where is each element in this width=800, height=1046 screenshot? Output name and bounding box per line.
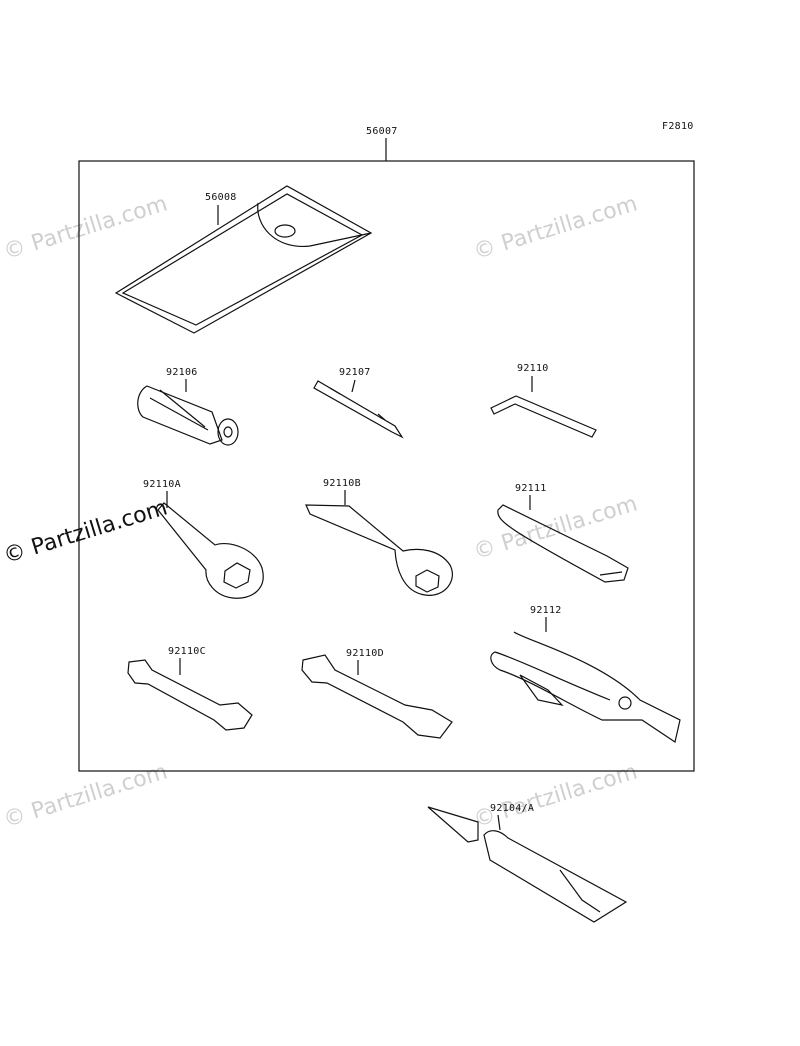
part-number-92110[interactable]: 92110 — [517, 363, 549, 374]
part-number-92110C[interactable]: 92110C — [168, 646, 206, 657]
ring-spanner-92110A-drawing — [157, 491, 264, 599]
part-number-92110A[interactable]: 92110A — [143, 479, 181, 490]
part-number-92106[interactable]: 92106 — [166, 367, 198, 378]
part-number-92112[interactable]: 92112 — [530, 605, 562, 616]
part-number-92104A[interactable]: 92104/A — [490, 803, 535, 814]
part-number-92110D[interactable]: 92110D — [346, 648, 384, 659]
part-number-56008[interactable]: 56008 — [205, 192, 237, 203]
open-wrench-92110C-drawing — [127, 658, 253, 731]
screwdriver-bit-92107-drawing — [313, 379, 404, 439]
sealant-tube-92104A-drawing — [427, 806, 628, 923]
part-number-92107[interactable]: 92107 — [339, 367, 371, 378]
tool-bag-drawing — [114, 185, 373, 334]
part-number-92110B[interactable]: 92110B — [323, 478, 361, 489]
kit-part-number[interactable]: 56007 — [366, 126, 398, 137]
pliers-92112-drawing — [490, 617, 681, 743]
diagram-code: F2810 — [662, 121, 694, 132]
ring-spanner-92110B-drawing — [305, 490, 453, 596]
open-wrench-92110D-drawing — [301, 654, 453, 739]
handle-92111-drawing — [497, 495, 629, 583]
socket-92106-drawing — [137, 379, 239, 446]
hex-key-92110-drawing — [490, 376, 597, 438]
part-number-92111[interactable]: 92111 — [515, 483, 547, 494]
